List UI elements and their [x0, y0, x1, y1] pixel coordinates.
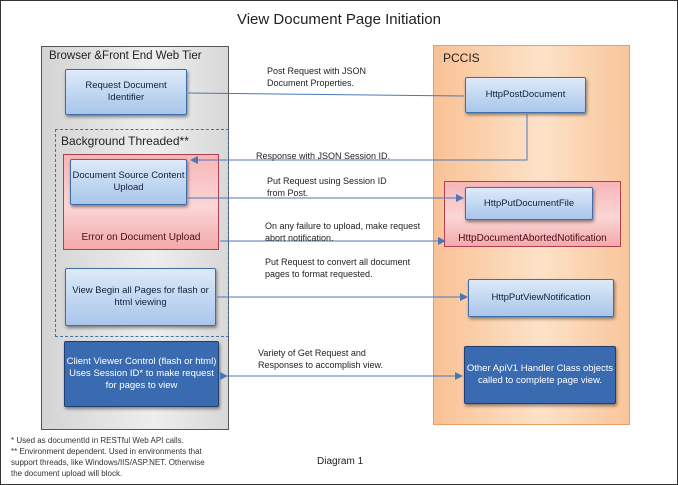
failure-notification-note: On any failure to upload, make request a… — [265, 221, 421, 243]
footnote-star2-line3: the document upload will block. — [11, 469, 123, 478]
aborted-notification-label: HttpDocumentAbortedNotification — [458, 233, 607, 244]
put-request-session-note: Put Request using Session ID from Post. — [267, 176, 387, 198]
request-document-identifier-box: Request Document Identifier — [65, 69, 187, 115]
put-request-convert-note: Put Request to convert all document page… — [265, 257, 411, 279]
client-viewer-control-box: Client Viewer Control (flash or html) Us… — [64, 341, 219, 407]
view-begin-pages-box: View Begin all Pages for flash or html v… — [65, 268, 216, 326]
pccis-tier-label: PCCIS — [443, 51, 480, 65]
browser-tier-label: Browser &Front End Web Tier — [49, 50, 202, 62]
error-upload-label: Error on Document Upload — [81, 232, 201, 243]
diagram-caption: Diagram 1 — [317, 456, 364, 467]
footnote-star2-line2: support threads, like Windows/IIS/ASP.NE… — [11, 458, 205, 467]
http-post-document-box: HttpPostDocument — [465, 77, 586, 113]
background-threaded-region — [55, 129, 229, 337]
response-arrow — [190, 114, 528, 164]
footnote-star2-line1: ** Environment dependent. Used in enviro… — [11, 447, 202, 456]
post-request-note: Post Request with JSON Document Properti… — [267, 66, 367, 88]
post-request-arrow — [187, 92, 465, 97]
footnote-star1: * Used as documentId in RESTful Web API … — [11, 436, 184, 445]
response-note: Response with JSON Session ID. — [256, 151, 391, 161]
variety-get-note: Variety of Get Request and Responses to … — [258, 348, 384, 370]
document-source-upload-box: Document Source Content Upload — [70, 159, 187, 205]
background-threaded-label: Background Threaded** — [61, 134, 189, 148]
http-put-view-notification-box: HttpPutViewNotification — [468, 279, 614, 317]
other-apiv1-handler-box: Other ApiV1 Handler Class objects called… — [464, 346, 616, 404]
diagram-title: View Document Page Initiation — [236, 11, 441, 28]
http-put-document-file-box: HttpPutDocumentFile — [465, 187, 593, 220]
